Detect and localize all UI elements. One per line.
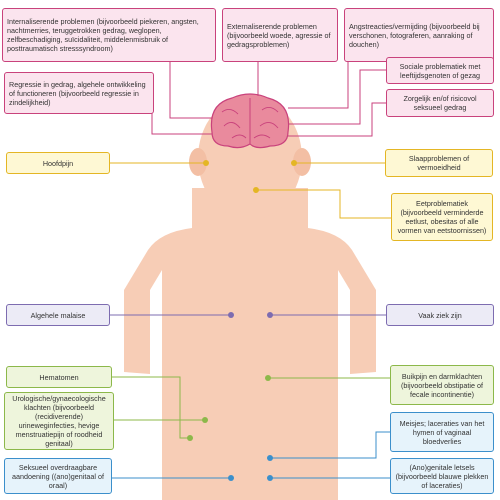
malaise-label: Algehele malaise bbox=[30, 310, 86, 320]
zorgelijk-box: Zorgelijk en/of risicovol seksueel gedra… bbox=[386, 89, 494, 117]
meisjes-dot bbox=[267, 455, 273, 461]
hoofdpijn-dot bbox=[203, 160, 209, 166]
blue-connectors bbox=[112, 431, 390, 479]
regressie-label: Regressie in gedrag, algehele ontwikkeli… bbox=[9, 79, 146, 107]
anogenitale-dot bbox=[267, 475, 273, 481]
vaakziek-label: Vaak ziek zijn bbox=[418, 310, 462, 320]
urologische-box: Urologische/gynaecologische klachten (bi… bbox=[4, 392, 114, 450]
brain-illustration bbox=[210, 93, 290, 149]
regressie-box: Regressie in gedrag, algehele ontwikkeli… bbox=[4, 72, 154, 114]
meisjes-box: Meisjes; laceraties van het hymen of vag… bbox=[390, 412, 494, 452]
buikpijn-label: Buikpijn en darmklachten (bijvoorbeeld o… bbox=[401, 371, 483, 399]
eetproblematiek-label: Eetproblematiek (bijvoorbeeld verminderd… bbox=[397, 199, 487, 235]
eet-dot bbox=[253, 187, 259, 193]
anogenitale-box: (Ano)genitale letsels (bijvoorbeeld blau… bbox=[390, 458, 494, 494]
externaliserende-label: Externaliserende problemen (bijvoorbeeld… bbox=[227, 21, 331, 49]
internaliserende-box: Internaliserende problemen (bijvoorbeeld… bbox=[2, 8, 216, 62]
angstreacties-box: Angstreacties/vermijding (bijvoorbeeld b… bbox=[344, 8, 494, 62]
urologische-label: Urologische/gynaecologische klachten (bi… bbox=[12, 394, 106, 448]
hoofdpijn-label: Hoofdpijn bbox=[42, 158, 74, 168]
buikpijn-box: Buikpijn en darmklachten (bijvoorbeeld o… bbox=[390, 365, 494, 405]
hematomen-label: Hematomen bbox=[39, 372, 79, 382]
buikpijn-dot bbox=[265, 375, 271, 381]
vaakziek-dot bbox=[267, 312, 273, 318]
hematomen-dot bbox=[187, 435, 193, 441]
anogenitale-label: (Ano)genitale letsels (bijvoorbeeld blau… bbox=[395, 462, 489, 490]
malaise-box: Algehele malaise bbox=[6, 304, 110, 326]
externaliserende-box: Externaliserende problemen (bijvoorbeeld… bbox=[222, 8, 338, 62]
slaapproblemen-label: Slaapproblemen of vermoeidheid bbox=[408, 154, 470, 172]
soa-dot bbox=[228, 475, 234, 481]
yellow-connectors bbox=[110, 162, 391, 219]
meisjes-label: Meisjes; laceraties van het hymen of vag… bbox=[399, 418, 485, 446]
slaap-dot bbox=[291, 160, 297, 166]
zorgelijk-label: Zorgelijk en/of risicovol seksueel gedra… bbox=[403, 94, 477, 112]
slaapproblemen-box: Slaapproblemen of vermoeidheid bbox=[385, 149, 493, 177]
eetproblematiek-box: Eetproblematiek (bijvoorbeeld verminderd… bbox=[391, 193, 493, 241]
malaise-dot bbox=[228, 312, 234, 318]
sociale-box: Sociale problematiek met leeftijdsgenote… bbox=[386, 57, 494, 84]
pink-connectors bbox=[151, 62, 386, 137]
sociale-label: Sociale problematiek met leeftijdsgenote… bbox=[399, 61, 481, 80]
vaakziek-box: Vaak ziek zijn bbox=[386, 304, 494, 326]
angstreacties-label: Angstreacties/vermijding (bijvoorbeeld b… bbox=[349, 21, 480, 49]
soa-label: Seksueel overdraagbare aandoening ((ano)… bbox=[12, 462, 104, 490]
soa-box: Seksueel overdraagbare aandoening ((ano)… bbox=[4, 458, 112, 494]
hematomen-box: Hematomen bbox=[6, 366, 112, 388]
internaliserende-label: Internaliserende problemen (bijvoorbeeld… bbox=[7, 17, 199, 53]
green-connectors bbox=[112, 376, 390, 439]
hoofdpijn-box: Hoofdpijn bbox=[6, 152, 110, 174]
urologische-dot bbox=[202, 417, 208, 423]
body-silhouette bbox=[124, 96, 376, 500]
